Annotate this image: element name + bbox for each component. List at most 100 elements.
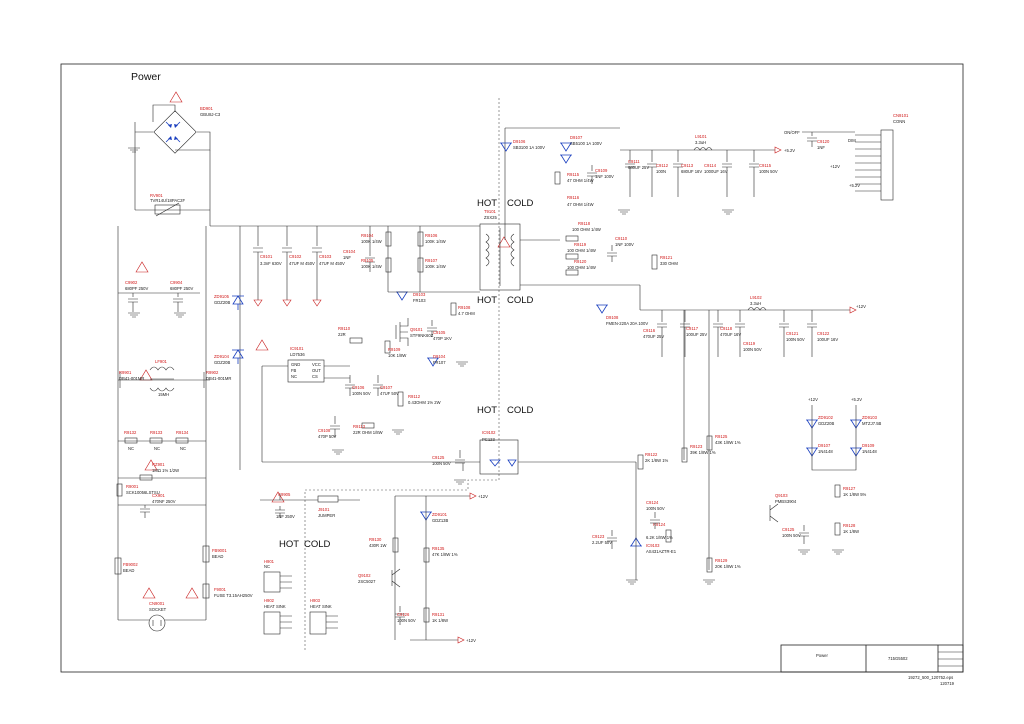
ic-pin-vcc: VCC bbox=[312, 362, 321, 367]
cold-label-4: COLD bbox=[304, 539, 331, 550]
c9124-ref: C9124 bbox=[646, 500, 659, 505]
sheet-title: Power bbox=[131, 71, 161, 83]
r9106-val: 100K 1/4W bbox=[425, 239, 446, 244]
optocoupler-ic9102: IC9102 PC123 C9125 100N 50V bbox=[432, 430, 637, 580]
r9128-val: 1K 1/8W bbox=[843, 529, 859, 534]
c9105-val: 470P 1KV bbox=[433, 336, 452, 341]
ac-input-section: BD901 GBU8J-C3 RV901 TVR14U/18PAC2F C990… bbox=[114, 91, 511, 632]
v12-label: +12V bbox=[856, 304, 866, 309]
h903-ref: H903 bbox=[310, 598, 321, 603]
r9129-val: 20K 1/8W 1% bbox=[715, 564, 741, 569]
d9103-val: FR103 bbox=[413, 298, 426, 303]
c9115-ref: C9115 bbox=[759, 163, 772, 168]
cold-label-1: COLD bbox=[507, 198, 534, 209]
c9126b-val: 100N 50V bbox=[782, 533, 801, 538]
zd9103-val: MTZJ7.5B bbox=[862, 421, 882, 426]
c9123-val: 2.2UF 50V bbox=[592, 540, 612, 545]
d9106-val: SB3100 1A 100V bbox=[513, 145, 545, 150]
q9103-val: PMBS3904 bbox=[775, 499, 797, 504]
c9119-ref: C9119 bbox=[743, 341, 756, 346]
r9119-ref: R9119 bbox=[574, 242, 587, 247]
r9108-val: 4.7 OHM bbox=[458, 311, 475, 316]
c9110-val: 1NF 100V bbox=[615, 242, 634, 247]
ic9101-ref: IC9101 bbox=[290, 346, 304, 351]
title-block-name: Power bbox=[816, 653, 828, 658]
d9107b-ref: D9107 bbox=[818, 443, 831, 448]
l9102-ref: L9102 bbox=[750, 295, 762, 300]
d9107b-val: 1N4148 bbox=[818, 449, 833, 454]
lf901-val: 15MH bbox=[158, 392, 169, 397]
r9134-val: NC bbox=[180, 446, 186, 451]
zd9102-ref: ZD9102 bbox=[818, 415, 834, 420]
hot-label-3: HOT bbox=[477, 405, 497, 416]
r9127-ref: R9127 bbox=[843, 486, 856, 491]
c9121-ref: C9121 bbox=[786, 331, 799, 336]
r9122-val: 2K 1/8W 1% bbox=[645, 458, 669, 463]
zd9105-ref: ZD9105 bbox=[214, 294, 230, 299]
bd901-val: GBU8J-C3 bbox=[200, 112, 221, 117]
v5-label: +5.2V bbox=[784, 148, 795, 153]
c9107-ref: C9107 bbox=[380, 385, 393, 390]
v12-out-label: +12V bbox=[478, 494, 488, 499]
c9113-ref: C9113 bbox=[681, 163, 694, 168]
onoff-label: ON/OFF bbox=[784, 130, 800, 135]
r9130-ref: R9130 bbox=[369, 537, 382, 542]
c9107-val: 47UF 50V bbox=[380, 391, 399, 396]
r9132-ref: R9132 bbox=[124, 430, 137, 435]
d9108-ref: D9108 bbox=[606, 315, 619, 320]
zd9104-val: GDZ20B bbox=[214, 360, 230, 365]
h902-ref: H902 bbox=[264, 598, 275, 603]
t9101-val: ZSX25 bbox=[484, 215, 497, 220]
c9114-ref: C9114 bbox=[704, 163, 717, 168]
r9120-ref: R9120 bbox=[574, 259, 587, 264]
r9118-val: 100 OHM 1/4W bbox=[572, 227, 601, 232]
c9904-ref: C9904 bbox=[170, 280, 183, 285]
d9106-ref: D9106 bbox=[513, 139, 526, 144]
r9128-ref: R9128 bbox=[843, 523, 856, 528]
c9110-ref: C9110 bbox=[615, 236, 628, 241]
r9127-val: 1K 1/8W 5% bbox=[843, 492, 867, 497]
q9102-ref: Q9102 bbox=[358, 573, 371, 578]
fb9002-ref: FB9002 bbox=[123, 562, 138, 567]
footer-date: 120719 bbox=[940, 681, 955, 686]
cx901-val: 470NF 250V bbox=[152, 499, 176, 504]
r9001-val: SCK10056LSTSU bbox=[126, 490, 160, 495]
d9108-val: FMEN-220A 20A 100V bbox=[606, 321, 648, 326]
fb9002-val: BEAD bbox=[123, 568, 134, 573]
cn9101-connector bbox=[880, 129, 894, 201]
rz901-val: 1MΩ 1% 1/2W bbox=[152, 468, 179, 473]
v12-prot-label: +12V bbox=[808, 397, 818, 402]
hot-label-4: HOT bbox=[279, 539, 299, 550]
c9104-ref: C9104 bbox=[343, 249, 356, 254]
r9108-ref: R9108 bbox=[458, 305, 471, 310]
c9113-val: 680UF 16V bbox=[681, 169, 702, 174]
r9135-val: 47K 1/8W 1% bbox=[432, 552, 458, 557]
ic-pin-out: OUT bbox=[312, 368, 321, 373]
r9125-val: 43K 1/8W 1% bbox=[715, 440, 741, 445]
d9103-ref: D9103 bbox=[413, 292, 426, 297]
c9102-val: 47UF M 450V bbox=[289, 261, 315, 266]
h903-val: HEAT SINK bbox=[310, 604, 332, 609]
cold-label-2: COLD bbox=[507, 295, 534, 306]
c9114-val: 1000UF 16V bbox=[704, 169, 728, 174]
zd9105-val: GDZ20B bbox=[214, 300, 230, 305]
ac-socket-icon bbox=[148, 614, 166, 632]
j9101-ref: J9101 bbox=[318, 507, 330, 512]
ic9101-val: LD7536 bbox=[290, 352, 305, 357]
r9001-ref: R9001 bbox=[126, 484, 139, 489]
r9902-val: DB41-001MR bbox=[206, 376, 231, 381]
c9105-ref: C9105 bbox=[433, 330, 446, 335]
c9121-val: 100N 50V bbox=[786, 337, 805, 342]
sheet-border bbox=[60, 63, 964, 673]
rv901-val: TVR14U/18PAC2F bbox=[150, 198, 186, 203]
c9119-val: 100N 50V bbox=[743, 347, 762, 352]
r9113-val: 22R OHM 1/8W bbox=[353, 430, 383, 435]
r9116-val: 47 OHM 1/4W bbox=[567, 202, 594, 207]
c9116-ref: C9116 bbox=[643, 328, 656, 333]
r9109-val: 10K 1/8W bbox=[388, 353, 406, 358]
ic9103-val: AS431AZTR-E1 bbox=[646, 549, 677, 554]
c9120-val: 1NF bbox=[817, 145, 825, 150]
c9126b-ref: C9125 bbox=[782, 527, 795, 532]
cn9101-val: CONN bbox=[893, 119, 905, 124]
title-block: Power 715G5502 19272_500_120752.eps 1207… bbox=[780, 644, 964, 686]
